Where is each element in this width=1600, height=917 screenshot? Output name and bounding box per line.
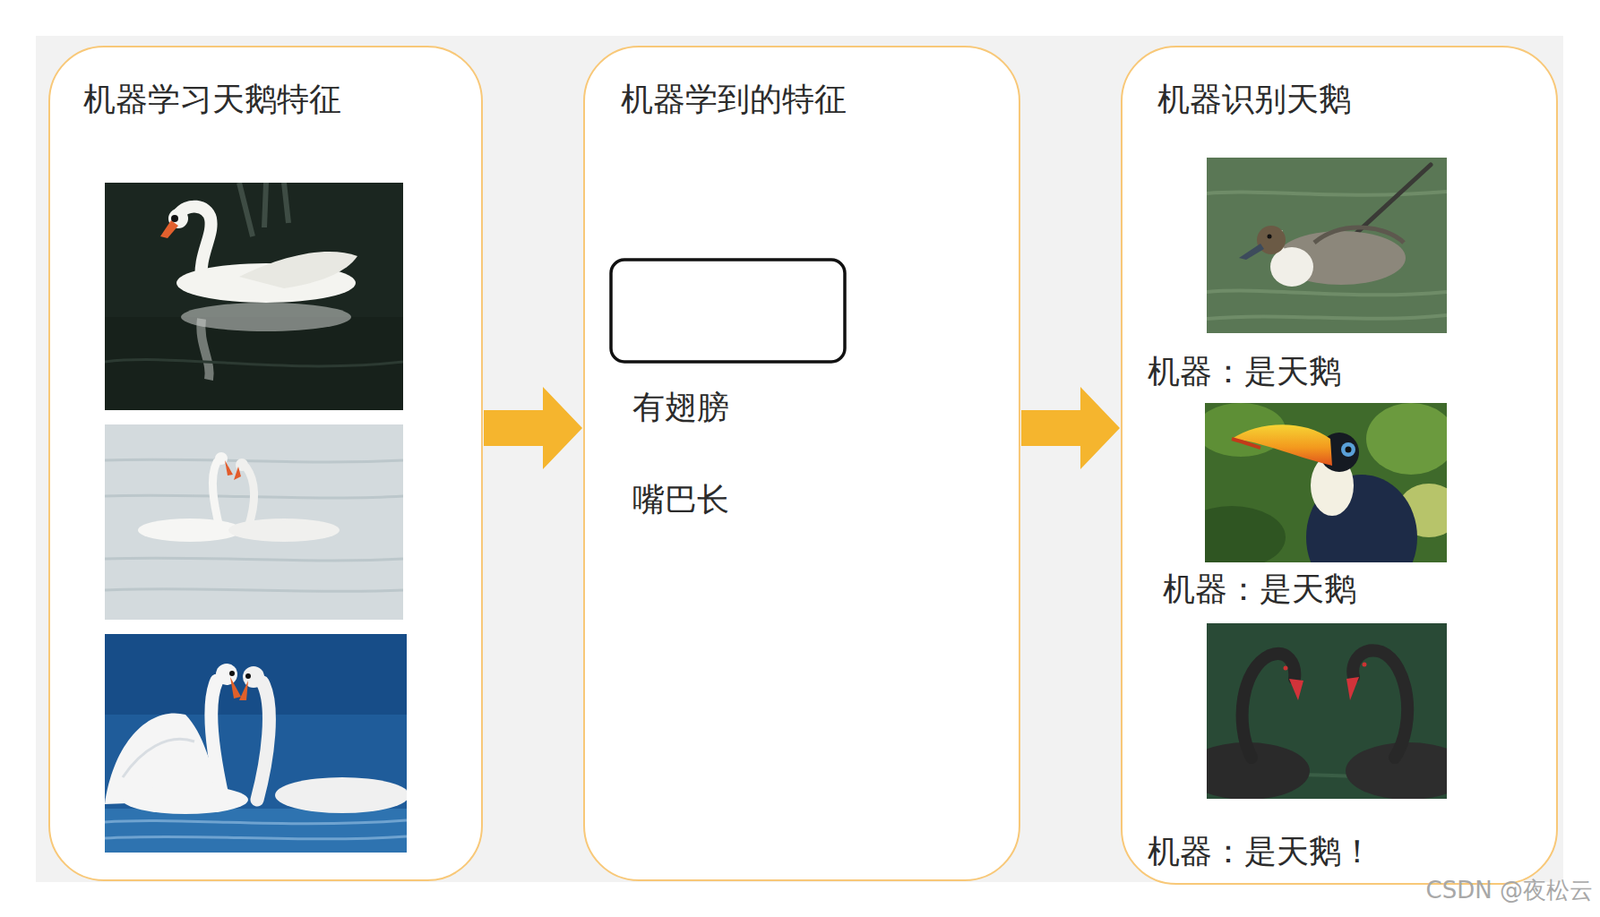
text-wrap: 机器：是天鹅	[1162, 569, 1357, 609]
panel-text: 嘴巴长	[632, 480, 730, 519]
text-wrap: 机器学习天鹅特征	[83, 79, 342, 119]
text-wrap: 机器：是天鹅！	[1147, 832, 1374, 871]
panel-text: 机器：是天鹅！	[1147, 832, 1374, 871]
watermark: CSDN @夜松云	[1426, 877, 1593, 905]
panel-heading: 机器学到的特征	[620, 79, 847, 119]
panel-text: 机器：是天鹅	[1147, 352, 1342, 391]
bird-photos	[1122, 47, 1560, 884]
text-wrap: 嘴巴长	[632, 480, 730, 519]
block-arrow	[1021, 387, 1120, 470]
text-wrap: 有翅膀	[632, 387, 730, 427]
feature-panel: 机器学习天鹅特征	[48, 45, 483, 882]
feature-panel: 机器学到的特征有翅膀嘴巴长	[583, 45, 1021, 882]
panel-heading: 机器识别天鹅	[1157, 79, 1351, 119]
text-wrap: 机器学到的特征	[620, 79, 847, 119]
text-wrap: 机器：是天鹅	[1147, 352, 1342, 391]
label-wrap: CSDN @夜松云	[1426, 877, 1593, 905]
panel-heading: 机器学习天鹅特征	[83, 79, 342, 119]
text-wrap: 机器识别天鹅	[1157, 79, 1351, 119]
empty-feature-box	[584, 47, 1023, 884]
swan-photos	[50, 47, 485, 884]
feature-panel: 机器识别天鹅机器：是天鹅机器：是天鹅机器：是天鹅！	[1120, 45, 1558, 886]
panel-text: 有翅膀	[632, 387, 730, 427]
panel-text: 机器：是天鹅	[1162, 569, 1357, 609]
block-arrow	[483, 387, 583, 470]
